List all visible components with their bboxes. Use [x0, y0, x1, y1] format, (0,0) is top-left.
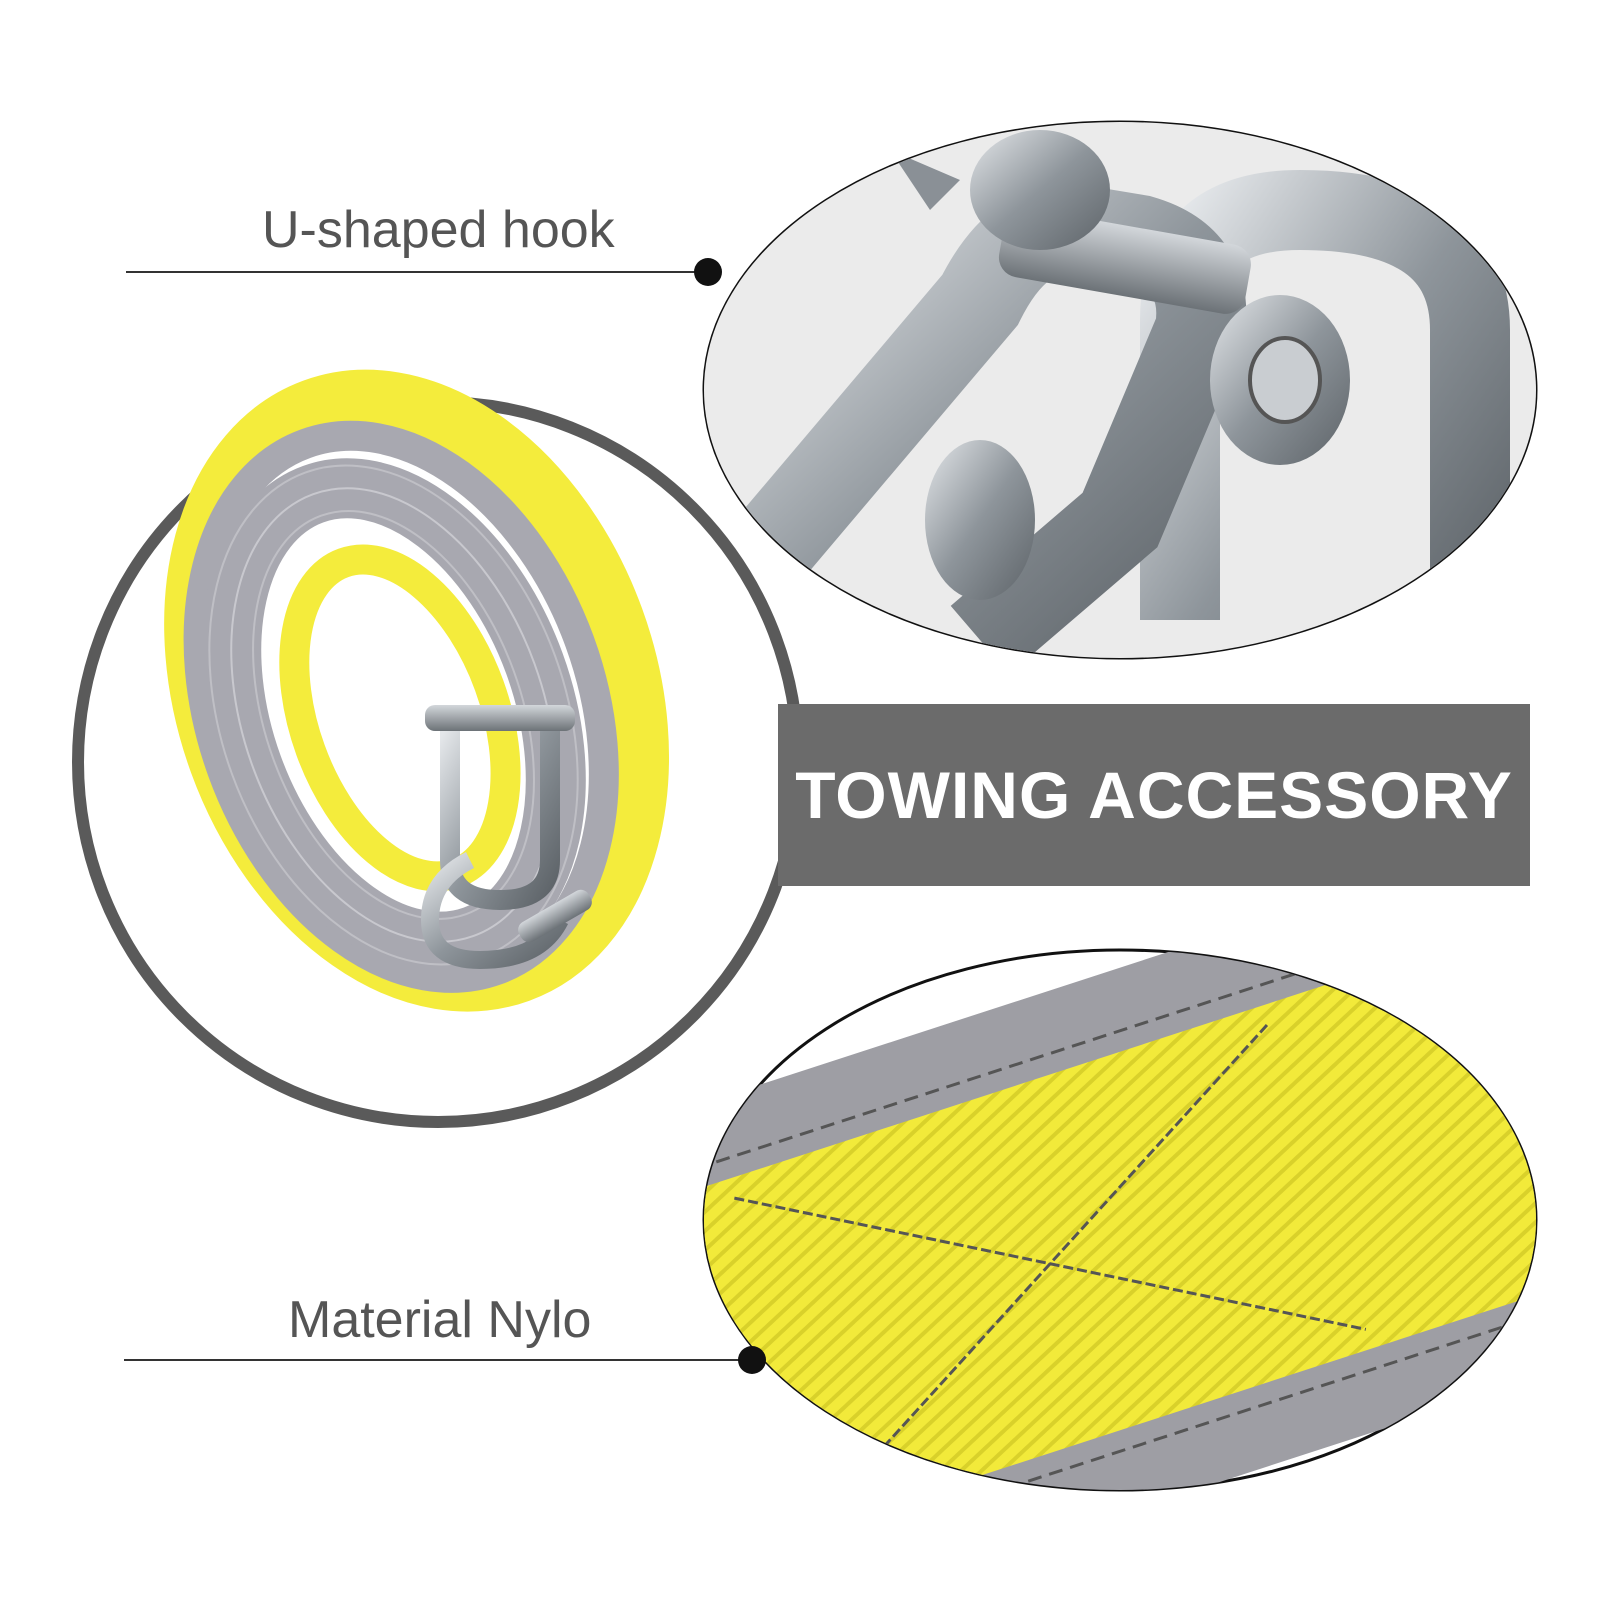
main-product-photo	[72, 369, 804, 1128]
hook-callout-label: U-shaped hook	[262, 201, 615, 259]
banner-title: TOWING ACCESSORY	[795, 758, 1513, 832]
material-callout-label: Material Nylo	[288, 1291, 592, 1349]
top-detail-photo	[702, 120, 1538, 660]
material-callout-line	[124, 1359, 744, 1361]
hook-callout-line	[126, 271, 706, 273]
title-banner: TOWING ACCESSORY	[778, 704, 1530, 886]
material-callout-dot	[738, 1346, 766, 1374]
hook-callout-dot	[694, 258, 722, 286]
